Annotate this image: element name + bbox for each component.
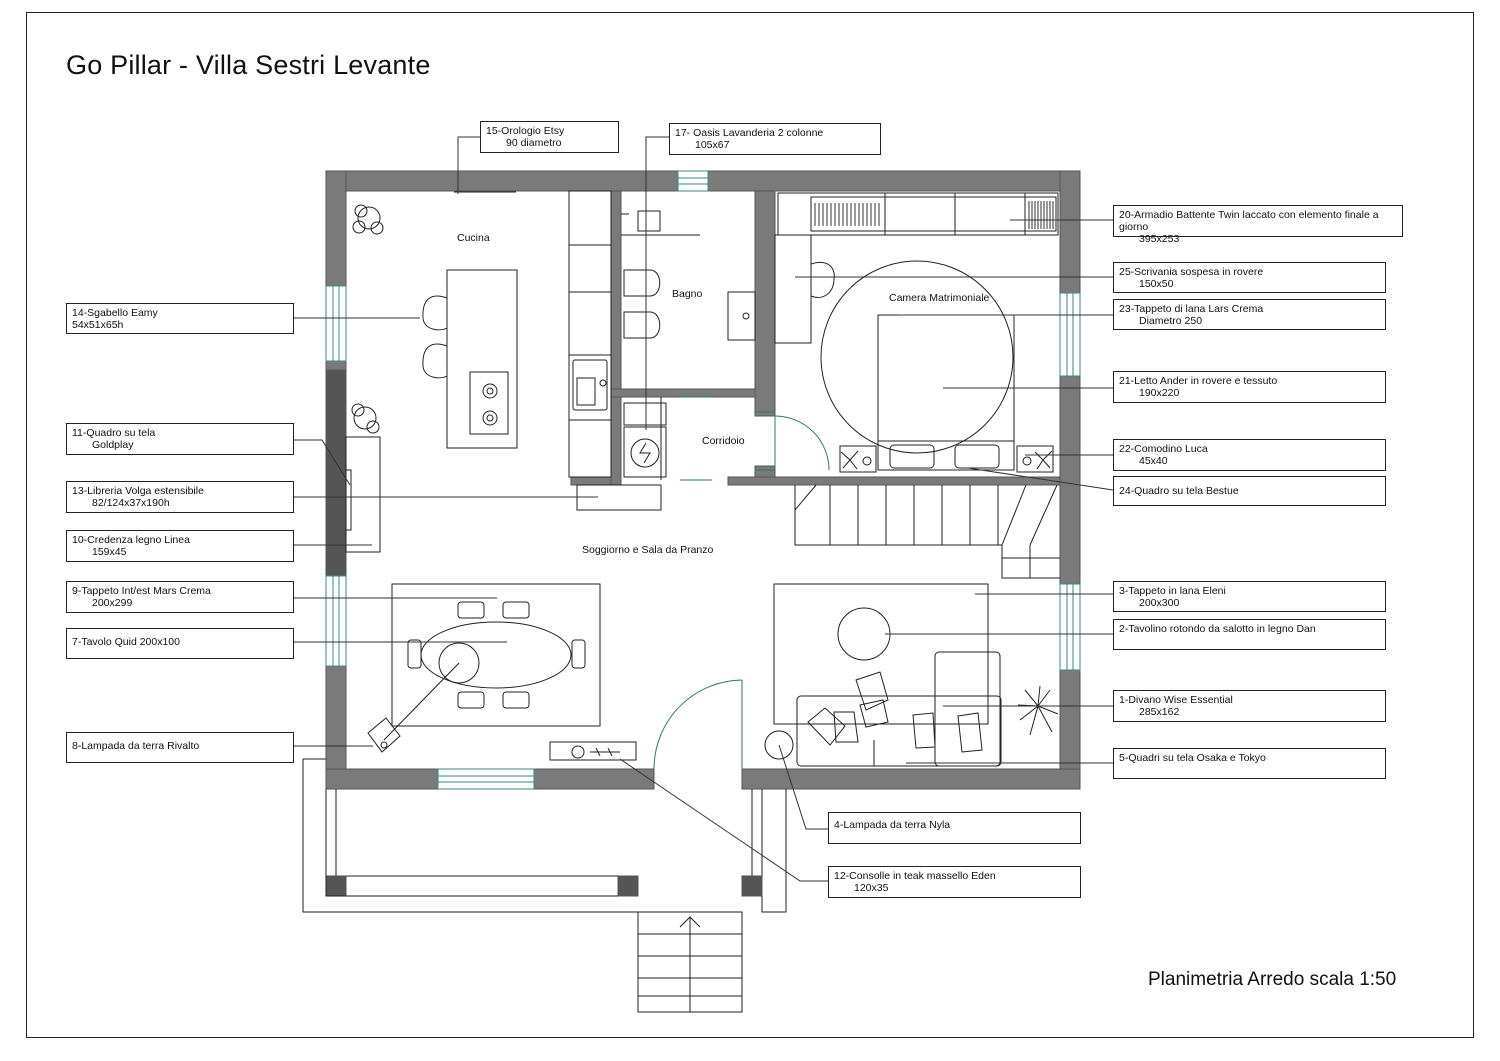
- room-label-cucina: Cucina: [457, 232, 490, 244]
- callout-2: 2-Tavolino rotondo da salotto in legno D…: [1113, 619, 1386, 650]
- sheet-title: Go Pillar - Villa Sestri Levante: [66, 50, 431, 80]
- callout-20: 20-Armadio Battente Twin laccato con ele…: [1113, 205, 1403, 245]
- leader-lines: [294, 136, 1114, 882]
- terrace: [302, 758, 787, 1013]
- callout-5: 5-Quadri su tela Osaka e Tokyo: [1113, 748, 1386, 779]
- interior-stairs: [794, 484, 1060, 579]
- sheet-footer: Planimetria Arredo scala 1:50: [1148, 969, 1397, 990]
- living-furniture: [549, 583, 1002, 767]
- drawing-frame: [26, 12, 1474, 1038]
- dining-furniture: [367, 583, 601, 753]
- doors: [653, 396, 830, 770]
- callout-24: 24-Quadro su tela Bestue: [1113, 476, 1386, 506]
- room-label-corridoio: Corridoio: [702, 435, 745, 447]
- bathroom-fixtures: [621, 210, 756, 480]
- room-label-camera: Camera Matrimoniale: [889, 292, 990, 304]
- kitchen-furniture: [345, 190, 662, 553]
- callout-7: 7-Tavolo Quid 200x100: [66, 628, 294, 659]
- bedroom-furniture: [774, 192, 1059, 473]
- callout-8: 8-Lampada da terra Rivalto: [66, 732, 294, 763]
- plant-icons: [840, 450, 1059, 736]
- room-label-bagno: Bagno: [672, 288, 703, 300]
- room-label-soggiorno: Soggiorno e Sala da Pranzo: [582, 544, 714, 556]
- callout-4: 4-Lampada da terra Nyla: [828, 812, 1081, 844]
